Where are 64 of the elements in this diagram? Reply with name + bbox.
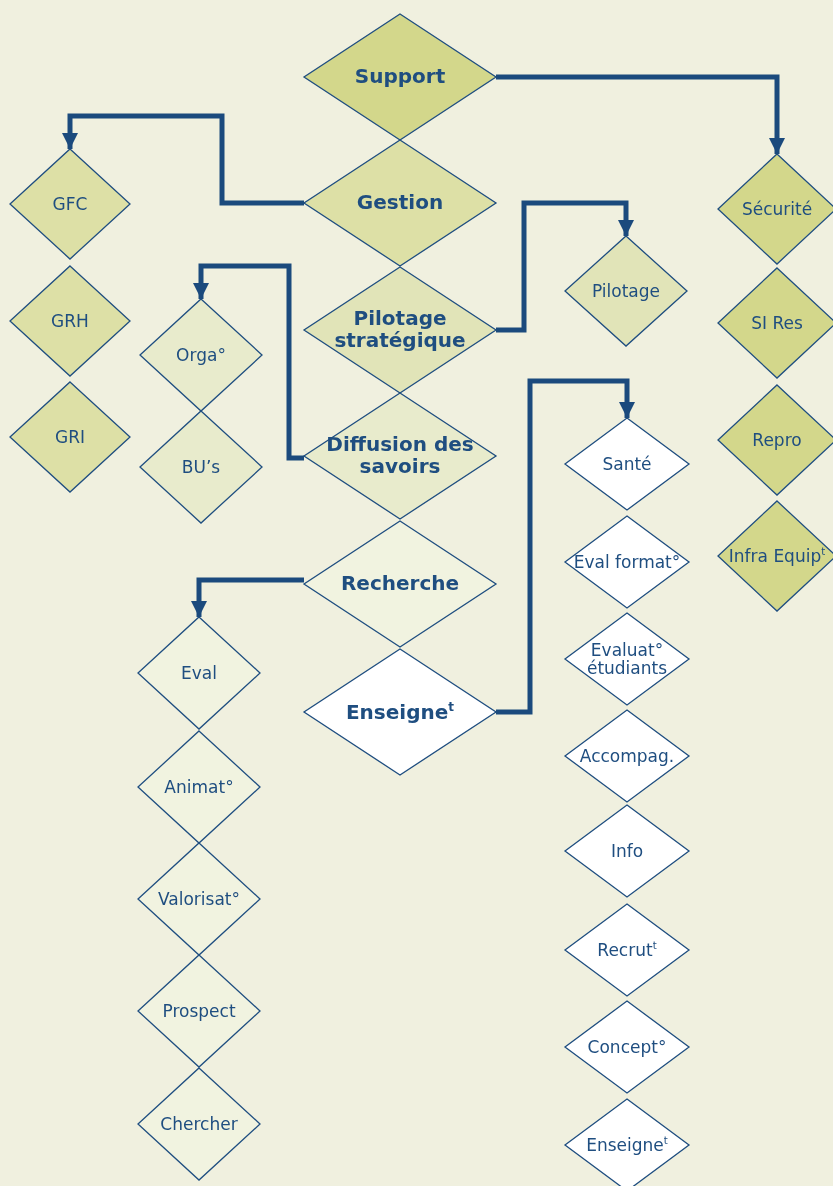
diamond-node [565, 805, 689, 897]
node-label: GRH [51, 311, 89, 331]
node-label: GFC [52, 194, 88, 214]
node-label: Concept° [587, 1037, 667, 1057]
node-label: Eval [181, 663, 217, 683]
connector-arrow [193, 263, 304, 461]
diamond-node [140, 411, 262, 523]
connector-arrow [191, 577, 304, 617]
diamond-node [565, 236, 687, 346]
connector-arrow [496, 200, 634, 333]
node-label: SI Res [751, 313, 803, 333]
node-label: Diffusion des savoirs [325, 434, 475, 478]
node-label: GRI [55, 427, 85, 447]
diamond-node [565, 418, 689, 510]
diamond-node [304, 521, 496, 647]
node-label: Valorisat° [158, 889, 240, 909]
diamond-node [138, 731, 260, 843]
diamond-node [718, 268, 833, 378]
diamond-node [718, 501, 833, 611]
node-label: Eval format° [573, 552, 681, 572]
diamond-node [138, 843, 260, 955]
node-label: Info [610, 841, 644, 861]
connector-arrow [496, 74, 785, 154]
diamond-node [138, 955, 260, 1067]
node-label: Pilotage stratégique [333, 308, 467, 352]
node-label: Infra Equip$^{t}$ [728, 546, 826, 566]
diamond-node [304, 140, 496, 266]
node-label: Recherche [340, 573, 460, 595]
node-label: Prospect [162, 1001, 236, 1021]
node-label: Enseigne$^{t}$ [586, 1135, 668, 1155]
diamond-node [565, 904, 689, 996]
diamond-node [138, 617, 260, 729]
node-label: Support [354, 66, 446, 88]
diamond-node [304, 393, 496, 519]
diamond-node [718, 154, 833, 264]
node-label: Repro [752, 430, 802, 450]
diamond-node [138, 1068, 260, 1180]
diamond-node [565, 1001, 689, 1093]
diamond-node [10, 266, 130, 376]
diamond-node [140, 299, 262, 411]
diamond-node [565, 516, 689, 608]
node-label: Chercher [160, 1114, 238, 1134]
diamond-node [718, 385, 833, 495]
diamond-node [304, 14, 496, 140]
node-label: Santé [602, 454, 652, 474]
connector-arrow [62, 113, 304, 206]
diamond-node [304, 267, 496, 393]
node-label: Accompag. [579, 746, 675, 766]
node-label: Gestion [356, 192, 444, 214]
connector-arrow [496, 378, 635, 715]
node-label: Recrut$^{t}$ [597, 940, 657, 960]
node-label: Orga° [176, 345, 226, 365]
diamond-node [10, 149, 130, 259]
node-label: BU’s [181, 457, 221, 477]
diamond-node [565, 613, 689, 705]
diamond-node [565, 710, 689, 802]
node-label: Pilotage [591, 281, 661, 301]
node-label: Sécurité [741, 199, 813, 219]
diamond-node [565, 1099, 689, 1186]
node-label: Animat° [164, 777, 234, 797]
diamond-node [304, 649, 496, 775]
node-label: Evaluat° étudiants [585, 640, 669, 678]
diamond-node [10, 382, 130, 492]
node-label: Enseigne$^{t}$ [345, 700, 455, 724]
